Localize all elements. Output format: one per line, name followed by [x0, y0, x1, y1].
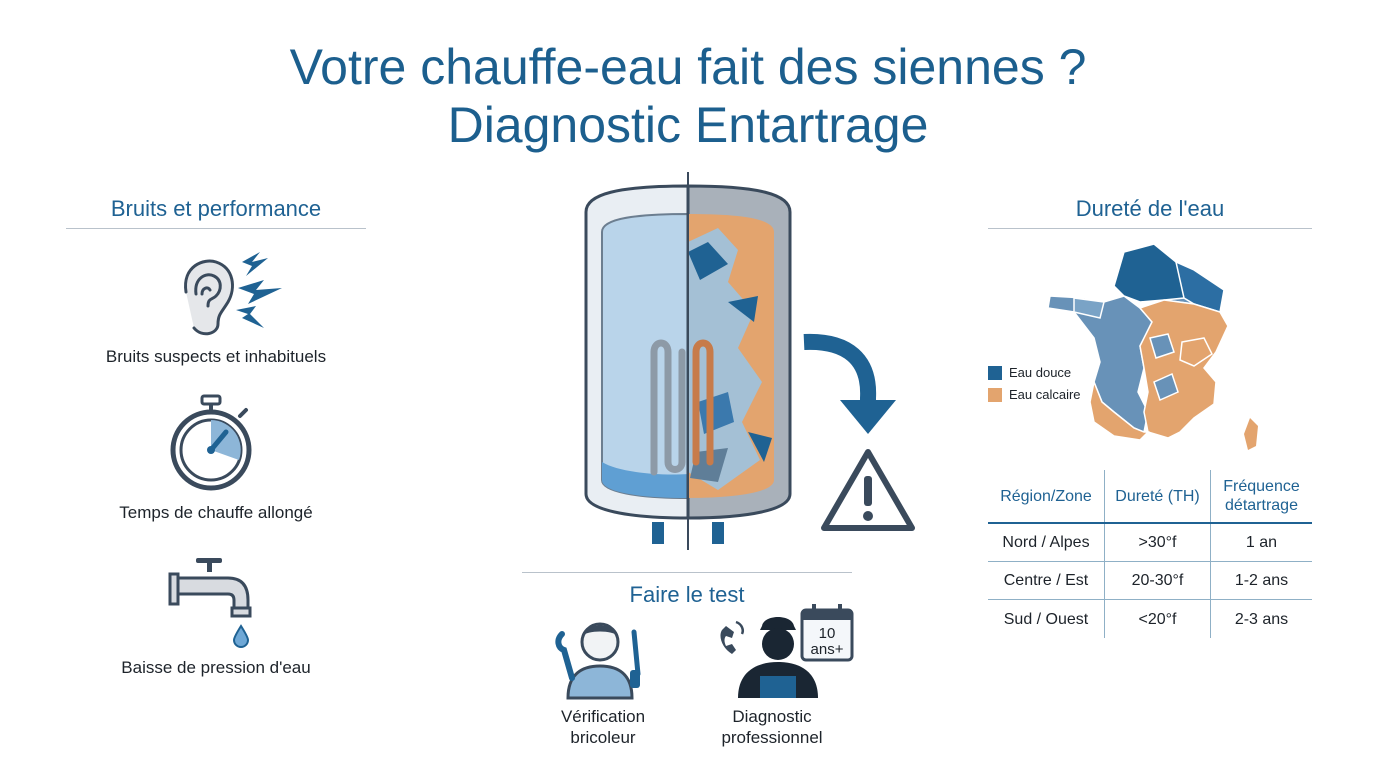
- table-cell: <20°f: [1105, 600, 1211, 638]
- faucet-icon: [168, 558, 252, 648]
- hardness-table: Région/Zone Dureté (TH) Fréquence détart…: [988, 470, 1312, 638]
- table-row: Centre / Est 20-30°f 1-2 ans: [988, 562, 1312, 600]
- table-row: Sud / Ouest <20°f 2-3 ans: [988, 600, 1312, 638]
- table-cell: Sud / Ouest: [988, 600, 1105, 638]
- pro-diagnostic-label: Diagnostic professionnel: [721, 707, 823, 747]
- handyman-icon: [555, 622, 641, 700]
- water-hardness-heading: Dureté de l'eau: [1075, 196, 1225, 221]
- table-cell: Centre / Est: [988, 562, 1105, 599]
- symptoms-heading: Bruits et performance: [110, 196, 322, 221]
- legend-soft-water: Eau douce: [988, 365, 1071, 380]
- table-header-cell: Dureté (TH): [1105, 470, 1211, 522]
- title-line-2: Diagnostic Entartrage: [447, 97, 929, 153]
- table-row: Nord / Alpes >30°f 1 an: [988, 524, 1312, 562]
- symptom-noise-label: Bruits suspects et inhabituels: [105, 347, 327, 366]
- france-hardness-map: [1047, 243, 1258, 450]
- test-divider: [522, 572, 852, 573]
- table-cell: 1 an: [1245, 534, 1278, 551]
- test-heading: Faire le test: [629, 582, 745, 607]
- diy-check-label: Vérification bricoleur: [560, 707, 646, 747]
- title-line-1: Votre chauffe-eau fait des siennes ?: [289, 39, 1087, 95]
- table-cell: 20-30°f: [1105, 562, 1211, 599]
- technician-icon: 10 ans+: [720, 604, 854, 698]
- table-header-row: Région/Zone Dureté (TH) Fréquence détart…: [988, 470, 1312, 524]
- table-cell: >30°f: [1105, 524, 1211, 561]
- water-hardness-divider: [988, 228, 1312, 229]
- table-header-cell: Région/Zone: [988, 470, 1105, 522]
- symptom-pressure-label: Baisse de pression d'eau: [121, 658, 311, 677]
- legend-hard-water: Eau calcaire: [988, 387, 1081, 402]
- legend-swatch-soft: [988, 365, 1002, 380]
- calendar-years: 10: [819, 625, 836, 642]
- table-cell: Nord / Alpes: [988, 524, 1105, 561]
- table-cell: 2-3 ans: [1234, 610, 1289, 628]
- calendar-years-suffix: ans+: [811, 641, 844, 658]
- page-title: Votre chauffe-eau fait des siennes ? Dia…: [0, 38, 1376, 154]
- ear-icon: [184, 252, 282, 336]
- symptom-heating-label: Temps de chauffe allongé: [119, 503, 313, 522]
- table-cell: 1-2 ans: [1234, 572, 1289, 589]
- water-heater-cutaway-illustration: [584, 172, 915, 550]
- table-header-cell: Fréquence détartrage: [1223, 478, 1300, 514]
- symptoms-divider: [66, 228, 366, 229]
- legend-swatch-hard: [988, 387, 1002, 402]
- stopwatch-icon: [170, 394, 252, 491]
